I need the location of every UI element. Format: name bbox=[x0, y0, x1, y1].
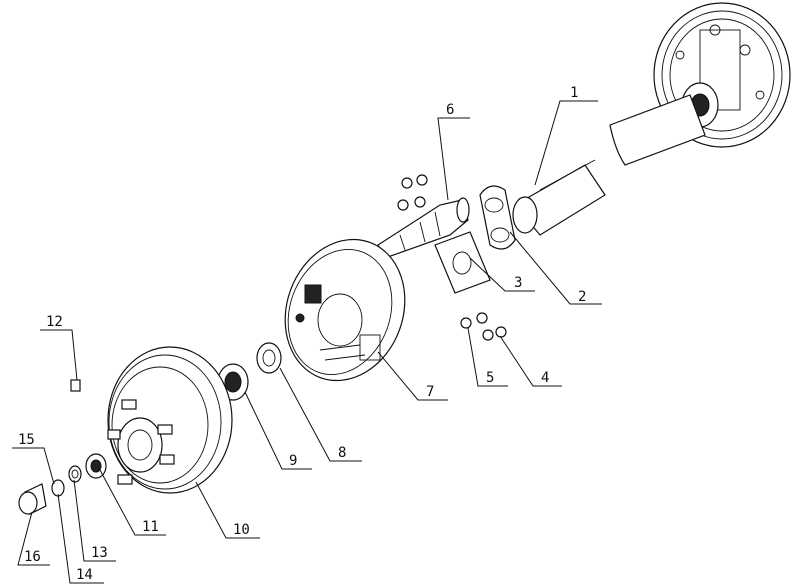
callout-15-leader bbox=[12, 447, 55, 485]
callout-2-leader bbox=[509, 231, 602, 305]
axle-tube bbox=[609, 94, 706, 166]
spindle-nuts bbox=[397, 174, 428, 211]
callout-15: 15 bbox=[18, 432, 35, 448]
mounting-bracket bbox=[479, 185, 516, 250]
leader-lines bbox=[12, 100, 602, 584]
callout-1-leader bbox=[534, 100, 598, 186]
callout-4-leader bbox=[499, 335, 562, 387]
callout-8-leader bbox=[279, 367, 362, 462]
callout-3: 3 bbox=[514, 275, 523, 291]
callout-4: 4 bbox=[541, 370, 550, 386]
lug-nut bbox=[70, 379, 81, 392]
callout-6: 6 bbox=[446, 102, 455, 118]
callout-7: 7 bbox=[426, 384, 435, 400]
callout-12-leader bbox=[40, 329, 78, 381]
callout-11: 11 bbox=[142, 519, 159, 535]
callout-9-leader bbox=[244, 391, 312, 470]
callout-5-leader bbox=[467, 327, 508, 387]
callout-9: 9 bbox=[289, 453, 298, 469]
callout-6-leader bbox=[437, 117, 470, 201]
callout-11-leader bbox=[99, 469, 166, 536]
callout-13-leader bbox=[73, 479, 116, 562]
callout-14-leader bbox=[57, 493, 104, 584]
callout-13: 13 bbox=[91, 545, 108, 561]
callout-10: 10 bbox=[233, 522, 250, 538]
callout-10-leader bbox=[195, 481, 260, 539]
outer-bearing bbox=[85, 453, 107, 479]
callout-7-leader bbox=[377, 351, 448, 401]
callout-12: 12 bbox=[46, 314, 63, 330]
flange-plate bbox=[434, 231, 491, 294]
dust-cap bbox=[18, 483, 47, 515]
grease-seal bbox=[256, 342, 282, 374]
callout-16: 16 bbox=[24, 549, 41, 565]
nuts-4-5 bbox=[460, 312, 507, 341]
callout-14: 14 bbox=[76, 567, 93, 583]
hub-drum bbox=[107, 346, 233, 494]
callout-3-leader bbox=[469, 257, 535, 292]
brake-backing-plate bbox=[284, 238, 406, 382]
callout-8: 8 bbox=[338, 445, 347, 461]
callout-1: 1 bbox=[570, 85, 579, 101]
callout-5: 5 bbox=[486, 370, 495, 386]
washer bbox=[68, 465, 82, 483]
callout-2: 2 bbox=[578, 289, 587, 305]
spindle bbox=[377, 197, 470, 259]
callout-16-leader bbox=[17, 511, 50, 566]
axle-end bbox=[512, 159, 606, 236]
